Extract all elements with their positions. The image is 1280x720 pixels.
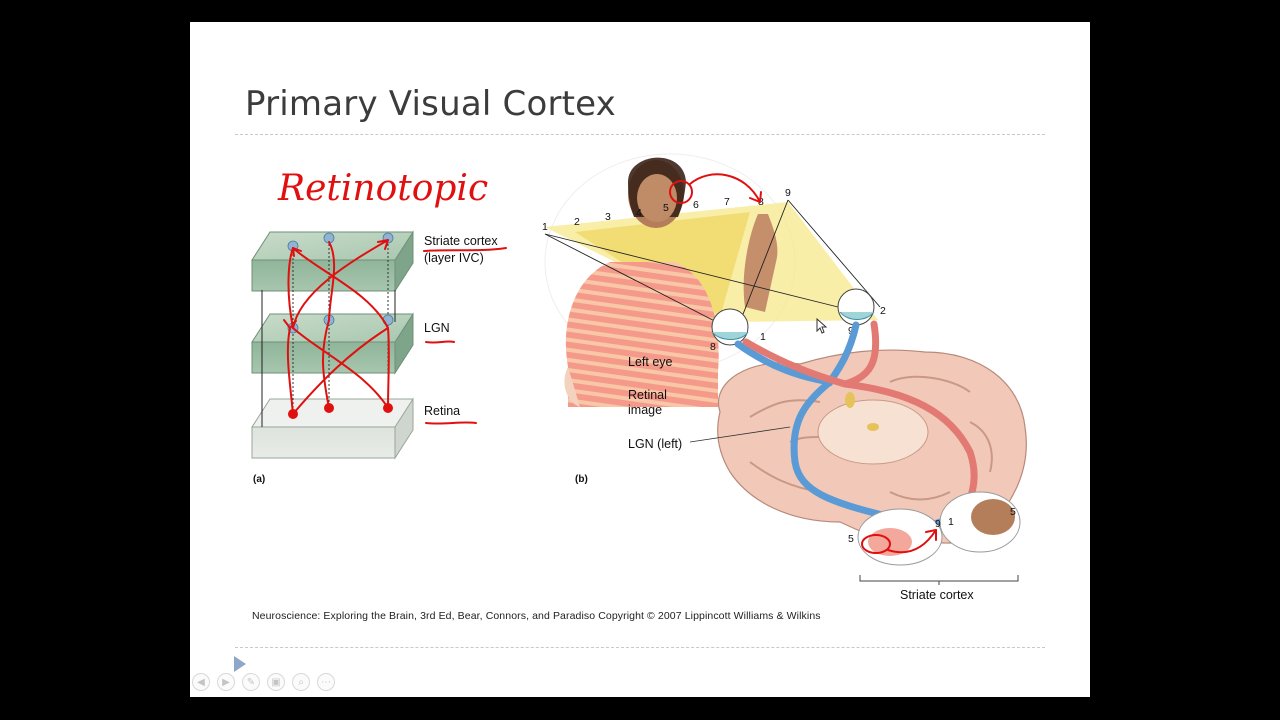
- slides-icon[interactable]: ▣: [267, 673, 285, 691]
- page-title: Primary Visual Cortex: [245, 84, 616, 124]
- eye-number-2: 2: [880, 305, 886, 317]
- pen-icon[interactable]: ✎: [242, 673, 260, 691]
- mouse-cursor-icon: [816, 318, 828, 334]
- point-9: 9: [785, 187, 791, 199]
- eye-number-1: 1: [760, 331, 766, 343]
- point-7: 7: [724, 196, 730, 208]
- point-2: 2: [574, 216, 580, 228]
- footer-divider: [235, 647, 1045, 648]
- panel-label-a: (a): [253, 474, 265, 485]
- cortex-number-5a: 5: [848, 533, 854, 545]
- label-striate-cortex: Striate cortex: [424, 234, 498, 248]
- previous-icon[interactable]: ◀: [192, 673, 210, 691]
- point-6: 6: [693, 199, 699, 211]
- play-icon[interactable]: [234, 656, 246, 672]
- figure-a: Striate cortex (layer IVC) LGN Retina (a…: [251, 230, 507, 485]
- cortex-number-5b: 5: [1010, 506, 1016, 518]
- eye-number-8: 8: [710, 341, 716, 353]
- label-lgn-a: LGN: [424, 321, 450, 335]
- point-5: 5: [663, 202, 669, 214]
- label-lgn-left: LGN (left): [628, 437, 682, 451]
- label-image: image: [628, 403, 662, 417]
- cortex-number-9: 9: [935, 518, 941, 530]
- panel-label-b: (b): [575, 474, 588, 485]
- label-layer-ivc: (layer IVC): [424, 251, 484, 265]
- slide: Primary Visual Cortex Retinotopic: [190, 22, 1090, 697]
- slideshow-controls: ◀ ▶ ✎ ▣ ⌕ ⋯: [192, 673, 335, 693]
- figure-b: 1 2 3 4 5 6 7 8 9 1 8 9 2: [542, 153, 1027, 602]
- label-left-eye: Left eye: [628, 355, 673, 369]
- citation: Neuroscience: Exploring the Brain, 3rd E…: [252, 610, 821, 622]
- handwritten-note: Retinotopic: [277, 168, 488, 209]
- title-divider: [235, 134, 1045, 135]
- label-retina: Retina: [424, 404, 460, 418]
- figure: Retinotopic: [251, 153, 1027, 602]
- label-retinal: Retinal: [628, 388, 667, 402]
- point-3: 3: [605, 211, 611, 223]
- zoom-icon[interactable]: ⌕: [292, 673, 310, 691]
- label-striate-cortex-b: Striate cortex: [900, 588, 974, 602]
- handwritten-note-text: Retinotopic: [277, 168, 488, 209]
- next-icon[interactable]: ▶: [217, 673, 235, 691]
- point-4: 4: [636, 207, 642, 219]
- more-icon[interactable]: ⋯: [317, 673, 335, 691]
- point-1: 1: [542, 221, 548, 233]
- cortex-number-1: 1: [948, 516, 954, 528]
